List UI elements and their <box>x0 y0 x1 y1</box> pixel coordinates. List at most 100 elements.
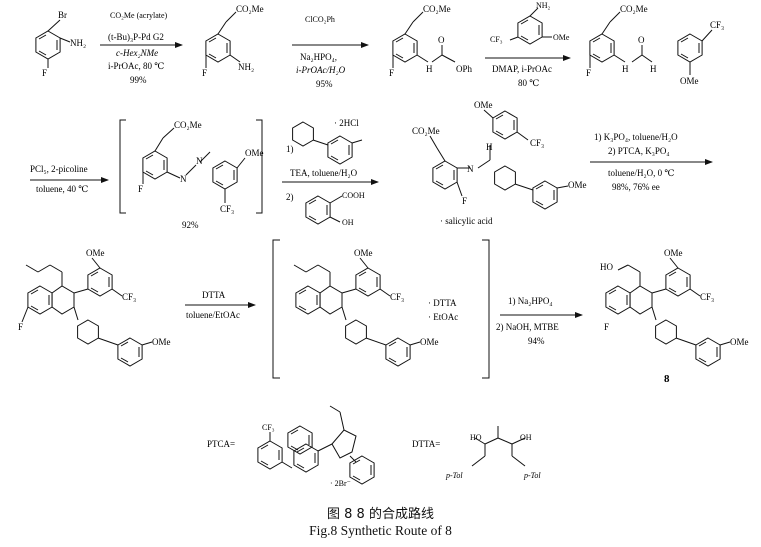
step4-reagent: PCl₅, 2-picoline <box>30 164 88 174</box>
salt-dtta: · DTTA <box>428 298 457 308</box>
dtta-ptol2: p-Tol <box>523 471 541 480</box>
step3-temp: 80 ℃ <box>518 78 539 88</box>
atom-nh-3b: H <box>650 64 657 74</box>
atom-cf3-5: CF₃ <box>530 138 544 148</box>
compound-dtta-salt <box>293 257 421 367</box>
atom-ome-7b: OMe <box>420 337 439 347</box>
compound-8 <box>605 257 731 367</box>
atom-f-1: F <box>202 68 207 78</box>
atom-nh-3a: H <box>622 64 629 74</box>
atom-f-2: F <box>389 68 394 78</box>
atom-nh2-reagent: NH₂ <box>536 1 551 10</box>
structure-dtta <box>471 426 526 467</box>
atom-ome-4: OMe <box>245 148 264 158</box>
atom-cooh: COOH <box>342 191 365 200</box>
step7-solvent: toluene/EtOAc <box>186 310 240 320</box>
compound-urea <box>589 11 713 75</box>
compound-ester-dihydroquinazoline <box>21 257 153 367</box>
atom-cf3-4: CF₃ <box>220 204 234 214</box>
compound-trifluoromethyl-anisidine <box>509 7 552 45</box>
structure-ptca <box>257 405 375 485</box>
atom-oh-dtta: OH <box>520 433 532 442</box>
atom-ome-7: OMe <box>354 248 373 258</box>
atom-nh2-1: NH₂ <box>238 62 254 72</box>
step2-yield: 95% <box>316 79 333 89</box>
atom-o-3: O <box>638 35 645 45</box>
atom-f-5: F <box>462 196 467 206</box>
atom-f-8: F <box>604 322 609 332</box>
atom-ome-6: OMe <box>86 248 105 258</box>
step1-base: c-Hex₂NMe <box>116 48 158 58</box>
atom-ome-3: OMe <box>680 76 699 86</box>
step8-yield: 94% <box>528 336 545 346</box>
atom-oph: OPh <box>456 64 473 74</box>
step5-hcl: · 2HCl <box>334 118 359 128</box>
label-dtta: DTTA= <box>412 439 440 449</box>
step6-line4: 98%, 76% ee <box>612 182 660 192</box>
step6-line2: 2) PTCA, K₃PO₄ <box>608 146 670 156</box>
atom-ome-reagent: OMe <box>553 33 570 42</box>
atom-f-sm: F <box>42 68 47 78</box>
step2-base: Na₂HPO₄, <box>300 52 337 62</box>
compound-bromoaniline <box>35 19 71 68</box>
atom-n-4a: N <box>180 174 187 184</box>
atom-ome-8b: OMe <box>730 337 749 347</box>
atom-nh2-sm: NH₂ <box>70 38 86 48</box>
step5-conditions: TEA, toluene/H₂O <box>290 168 358 178</box>
step8-line2: 2) NaOH, MTBE <box>496 322 559 332</box>
atom-ome-8: OMe <box>664 248 683 258</box>
atom-co2me-1: CO₂Me <box>236 4 264 14</box>
atom-co2me-4: CO₂Me <box>174 120 202 130</box>
bracket-dtta-salt <box>272 239 490 379</box>
atom-nh-2: H <box>426 64 433 74</box>
atom-ome-5b: OMe <box>568 180 587 190</box>
label-ptca: PTCA= <box>207 439 235 449</box>
synthetic-route-scheme: Br NH₂ F CO₂Me (acrylate) (t-Bu)₃P-Pd G2… <box>18 1 749 488</box>
salt-salicylic: · salicylic acid <box>440 216 493 226</box>
compound-guanidine <box>429 109 569 210</box>
salt-etoac: · EtOAc <box>428 312 458 322</box>
atom-cf3-7: CF₃ <box>390 292 404 302</box>
atom-ho-dtta: HO <box>470 433 482 442</box>
step1-catalyst: (t-Bu)₃P-Pd G2 <box>108 32 164 42</box>
atom-cf3-reagent: CF₃ <box>490 35 503 44</box>
atom-cf3-3: CF₃ <box>710 20 724 30</box>
atom-n-4b: N <box>196 156 203 166</box>
step7-reagent: DTTA <box>202 290 226 300</box>
step1-solvent: i-PrOAc, 80 ℃ <box>108 61 164 71</box>
atom-hn-5: H <box>486 142 493 152</box>
atom-co2me-3: CO₂Me <box>620 4 648 14</box>
atom-o-2: O <box>438 35 445 45</box>
atom-f-4: F <box>138 184 143 194</box>
atom-cf3-8: CF₃ <box>700 292 714 302</box>
step6-line3: toluene/H₂O, 0 ℃ <box>608 168 674 178</box>
compound-acrylate-aniline <box>205 11 241 68</box>
compound-arylpiperazine <box>292 121 363 165</box>
step1-reagent: CO₂Me (acrylate) <box>110 11 168 20</box>
compound-salicylic-acid <box>305 195 343 225</box>
ptca-counterion: · 2Br⁻ <box>330 479 351 488</box>
atom-co2me-2: CO₂Me <box>423 4 451 14</box>
atom-ho-8: HO <box>600 262 613 272</box>
step2-reagent: ClCO₂Ph <box>305 15 335 24</box>
atom-n-5: N <box>467 164 474 174</box>
caption-english: Fig.8 Synthetic Route of 8 <box>309 523 452 538</box>
atom-cf3-ptca: CF₃ <box>262 423 275 432</box>
caption-chinese: 图 8 8 的合成路线 <box>327 507 434 522</box>
atom-ome-6b: OMe <box>152 337 171 347</box>
compound-carbamate <box>392 11 456 68</box>
step6-line1: 1) K₃PO₄, toluene/H₂O <box>594 132 678 142</box>
atom-f-3: F <box>586 68 591 78</box>
atom-f-6: F <box>18 322 23 332</box>
compound-carbodiimide <box>142 127 246 203</box>
atom-br: Br <box>58 10 67 20</box>
step3-conditions: DMAP, i-PrOAc <box>492 64 552 74</box>
compound-8-label: 8 <box>664 373 670 385</box>
bracket-carbodiimide <box>119 119 263 214</box>
dtta-ptol1: p-Tol <box>445 471 463 480</box>
step5-num1: 1) <box>286 144 294 154</box>
atom-cf3-6: CF₃ <box>122 292 136 302</box>
atom-meo-5: OMe <box>474 100 493 110</box>
step2-solvent: i-PrOAc/H₂O <box>296 65 346 75</box>
step4-solvent: toluene, 40 ℃ <box>36 184 88 194</box>
